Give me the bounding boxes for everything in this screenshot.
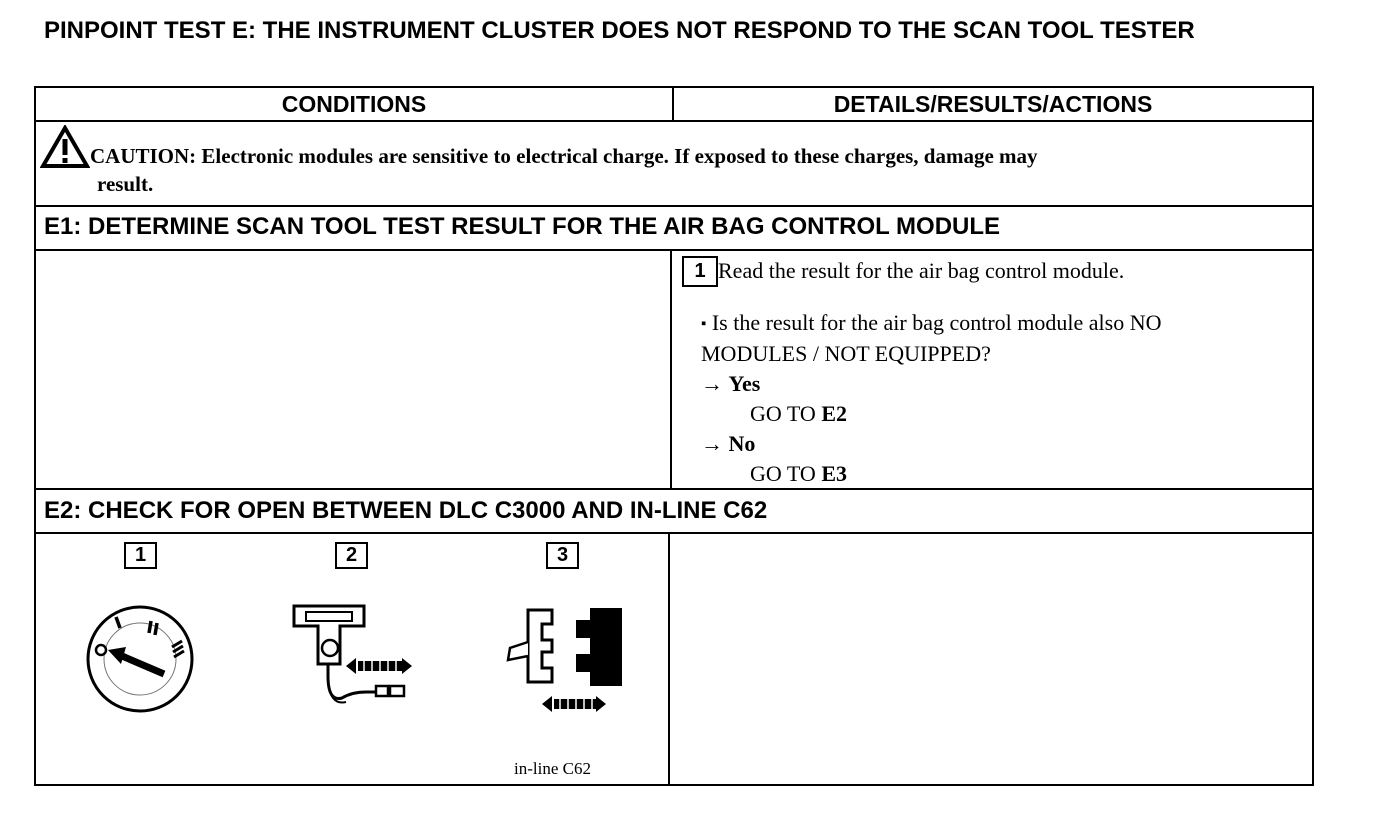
pinpoint-table [34, 86, 1314, 786]
e2-heading: E2: CHECK FOR OPEN BETWEEN DLC C3000 AND… [44, 497, 768, 524]
ignition-switch-icon [86, 605, 194, 713]
caution-divider [34, 205, 1314, 207]
conditions-column-header: CONDITIONS [281, 91, 427, 117]
yes-label: Yes [728, 371, 761, 396]
e1-heading: E1: DETERMINE SCAN TOOL TEST RESULT FOR … [44, 213, 1001, 240]
e1-body-divider [34, 488, 1314, 490]
e1-no-action: GO TO E3 [701, 459, 1301, 489]
goto-e2-link[interactable]: E2 [821, 401, 847, 426]
e2-step-3-box: 3 [546, 542, 579, 569]
caution-text-continued: result. [97, 172, 154, 196]
e1-question-line1: Is the result for the air bag control mo… [711, 310, 1162, 335]
e1-column-divider [670, 249, 672, 489]
e2-heading-divider [34, 532, 1314, 534]
scan-tool-disconnect-icon [292, 604, 412, 704]
header-divider [34, 120, 1314, 122]
e1-question: ▪ Is the result for the air bag control … [701, 308, 1301, 489]
connector-caption: in-line C62 [514, 759, 591, 778]
e1-yes-branch: → Yes [701, 369, 1301, 399]
caution-label: CAUTION: [90, 144, 197, 168]
right-arrow-icon: → [701, 371, 723, 396]
page-title: PINPOINT TEST E: THE INSTRUMENT CLUSTER … [44, 17, 1195, 44]
header-column-divider [672, 86, 674, 121]
e1-yes-action: GO TO E2 [701, 399, 1301, 429]
right-arrow-icon: → [701, 431, 723, 456]
no-label: No [728, 431, 756, 456]
e1-step-text: Read the result for the air bag control … [718, 258, 1125, 283]
details-column-header: DETAILS/RESULTS/ACTIONS [833, 91, 1153, 117]
caution-notice: CAUTION: Electronic modules are sensitiv… [40, 125, 1314, 198]
e2-column-divider [668, 532, 670, 786]
bullet-icon: ▪ [701, 316, 707, 332]
e1-question-line2: MODULES / NOT EQUIPPED? [701, 341, 991, 366]
warning-triangle-icon [40, 125, 90, 168]
connector-disconnect-icon [506, 608, 622, 712]
e2-step-2-box: 2 [335, 542, 368, 569]
goto-e3-link[interactable]: E3 [821, 461, 847, 486]
step-number-box: 1 [682, 256, 718, 287]
goto-text: GO TO [750, 461, 822, 486]
caution-text: Electronic modules are sensitive to elec… [196, 144, 1038, 168]
e2-step-1-box: 1 [124, 542, 157, 569]
goto-text: GO TO [750, 401, 822, 426]
e1-no-branch: → No [701, 429, 1301, 459]
e1-heading-divider [34, 249, 1314, 251]
